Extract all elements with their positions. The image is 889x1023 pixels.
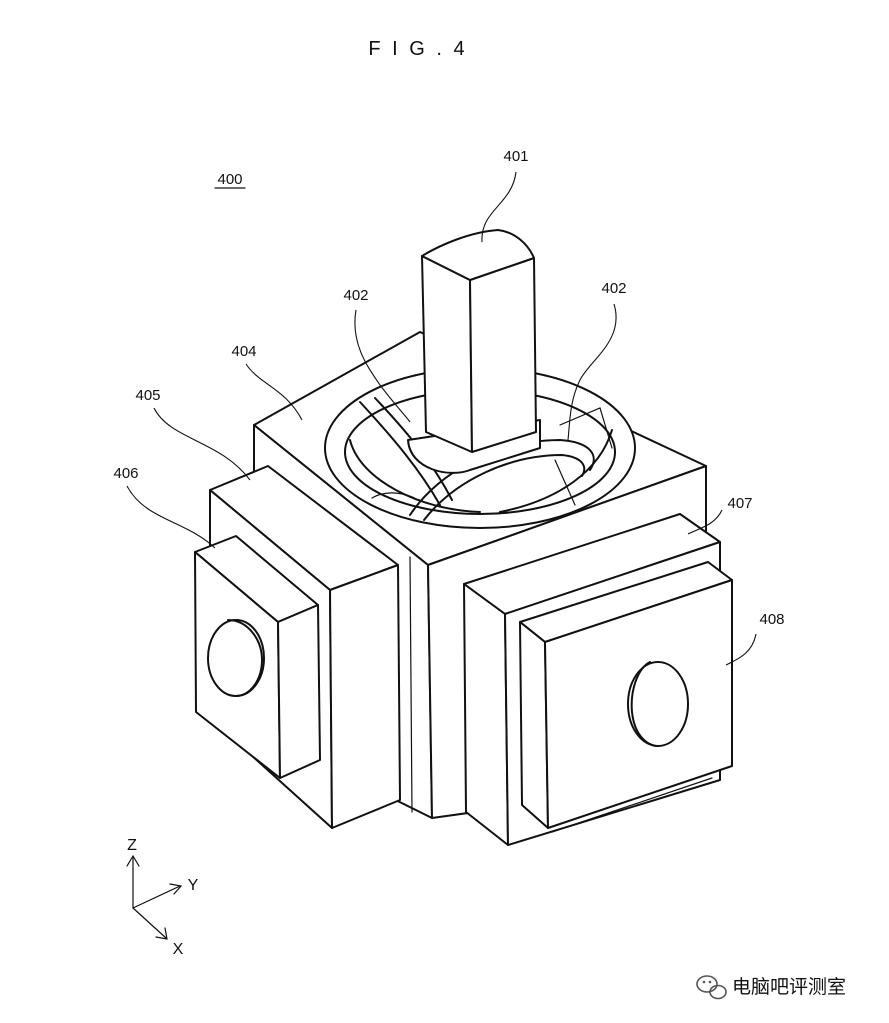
watermark: 电脑吧评测室 <box>696 975 846 1000</box>
axis-z-label: Z <box>127 837 137 854</box>
label-402-left: 402 <box>343 287 368 304</box>
label-407: 407 <box>727 495 752 512</box>
label-408: 408 <box>759 611 784 628</box>
label-401: 401 <box>503 148 528 165</box>
stick-401 <box>407 229 541 474</box>
label-405: 405 <box>135 387 160 404</box>
axis-y-label: Y <box>188 877 199 894</box>
axis-x-label: X <box>173 941 184 958</box>
assembly-label-400: 400 <box>214 171 246 189</box>
wechat-icon <box>696 975 727 1000</box>
assembly-number: 400 <box>217 171 242 188</box>
coordinate-axes: Z Y X <box>126 837 199 958</box>
side-module-406 <box>194 535 321 779</box>
label-404: 404 <box>231 343 256 360</box>
watermark-text: 电脑吧评测室 <box>732 976 846 998</box>
label-406: 406 <box>113 465 138 482</box>
side-module-408 <box>519 561 733 833</box>
leader-lines <box>126 171 757 666</box>
reference-numerals: 401 402 402 404 405 406 407 408 <box>113 148 784 628</box>
label-402-right: 402 <box>601 280 626 297</box>
figure-title: F I G . 4 <box>368 38 467 60</box>
